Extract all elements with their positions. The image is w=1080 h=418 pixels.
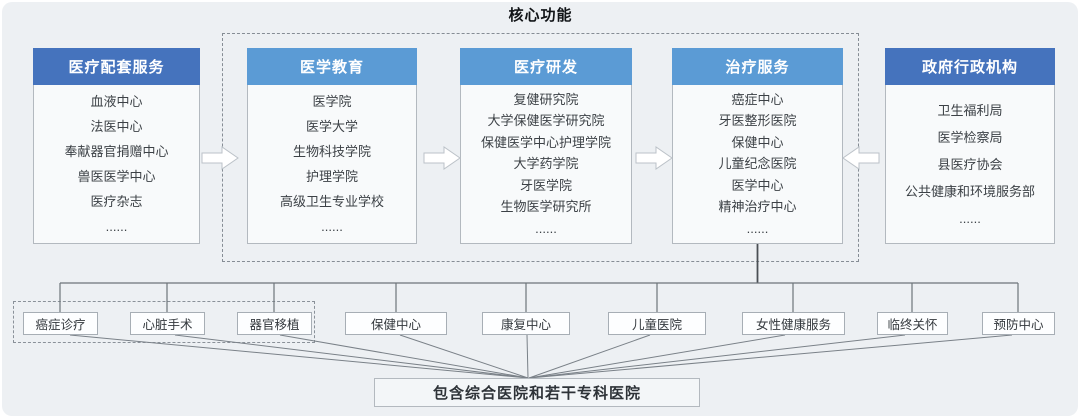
sub-node-prevention-center: 预防中心 [982,312,1055,335]
column-item-list: 血液中心 法医中心 奉献器官捐赠中心 兽医医学中心 医疗杂志 ...... [33,85,200,244]
list-item: 保健医学中心护理学院 [480,134,611,150]
sub-node-heart-surgery: 心脏手术 [130,312,205,335]
column-item-list: 卫生福利局 医学检察局 县医疗协会 公共健康和环境服务部 ...... [885,85,1055,244]
column-item-list: 医学院 医学大学 生物科技学院 护理学院 高级卫生专业学校 ...... [247,85,417,244]
list-item: 奉献器官捐赠中心 [64,144,169,159]
sub-node-rehab-center: 康复中心 [482,312,570,335]
list-item: 血液中心 [90,94,143,109]
list-item: 大学药学院 [513,156,579,172]
list-item: 大学保健医学研究院 [487,113,605,129]
column-header: 治疗服务 [672,48,843,85]
list-item: 医学中心 [731,177,784,193]
ellipsis-item: ...... [535,220,557,236]
list-item: 复健研究院 [513,91,579,107]
list-item: 生物科技学院 [292,144,371,159]
page-title: 核心功能 [508,7,573,24]
list-item: 生物医学研究所 [500,199,592,215]
column-government-agencies: 政府行政机构 卫生福利局 医学检察局 县医疗协会 公共健康和环境服务部 ....… [885,48,1055,244]
column-medical-education: 医学教育 医学院 医学大学 生物科技学院 护理学院 高级卫生专业学校 .....… [247,48,417,244]
column-header: 政府行政机构 [885,48,1055,85]
list-item: 牙医学院 [519,177,572,193]
column-medical-support-services: 医疗配套服务 血液中心 法医中心 奉献器官捐赠中心 兽医医学中心 医疗杂志 ..… [33,48,200,244]
list-item: 高级卫生专业学校 [279,194,384,209]
sub-node-women-health: 女性健康服务 [742,312,845,335]
ellipsis-item: ...... [105,219,128,234]
list-item: 医学院 [312,94,352,109]
column-header: 医学教育 [247,48,417,85]
column-header: 医疗配套服务 [33,48,200,85]
list-item: 护理学院 [305,169,358,184]
column-item-list: 癌症中心 牙医整形医院 保健中心 儿童纪念医院 医学中心 精神治疗中心 ....… [672,85,843,244]
list-item: 精神治疗中心 [718,199,797,215]
sub-node-hospice-care: 临终关怀 [877,312,948,335]
ellipsis-item: ...... [321,219,343,234]
footer-summary-box: 包含综合医院和若干专科医院 [374,378,700,407]
list-item: 医疗杂志 [90,194,143,209]
list-item: 儿童纪念医院 [718,156,797,172]
list-item: 癌症中心 [731,91,784,107]
list-item: 卫生福利局 [937,102,1003,118]
list-item: 医学检察局 [937,129,1003,145]
list-item: 兽医医学中心 [77,169,156,184]
list-item: 公共健康和环境服务部 [904,183,1035,199]
sub-node-health-center: 保健中心 [345,312,447,335]
column-treatment-services: 治疗服务 癌症中心 牙医整形医院 保健中心 儿童纪念医院 医学中心 精神治疗中心… [672,48,843,244]
sub-node-organ-transplant: 器官移植 [237,312,312,335]
list-item: 保健中心 [731,134,784,150]
list-item: 法医中心 [90,119,143,134]
sub-node-cancer-care: 癌症诊疗 [23,312,98,335]
list-item: 牙医整形医院 [718,113,797,129]
sub-node-children-hospital: 儿童医院 [608,312,706,335]
ellipsis-item: ...... [959,210,981,226]
column-medical-research: 医疗研发 复健研究院 大学保健医学研究院 保健医学中心护理学院 大学药学院 牙医… [460,48,632,244]
column-item-list: 复健研究院 大学保健医学研究院 保健医学中心护理学院 大学药学院 牙医学院 生物… [460,85,632,244]
ellipsis-item: ...... [746,220,769,236]
list-item: 县医疗协会 [937,156,1003,172]
list-item: 医学大学 [305,119,358,134]
column-header: 医疗研发 [460,48,632,85]
